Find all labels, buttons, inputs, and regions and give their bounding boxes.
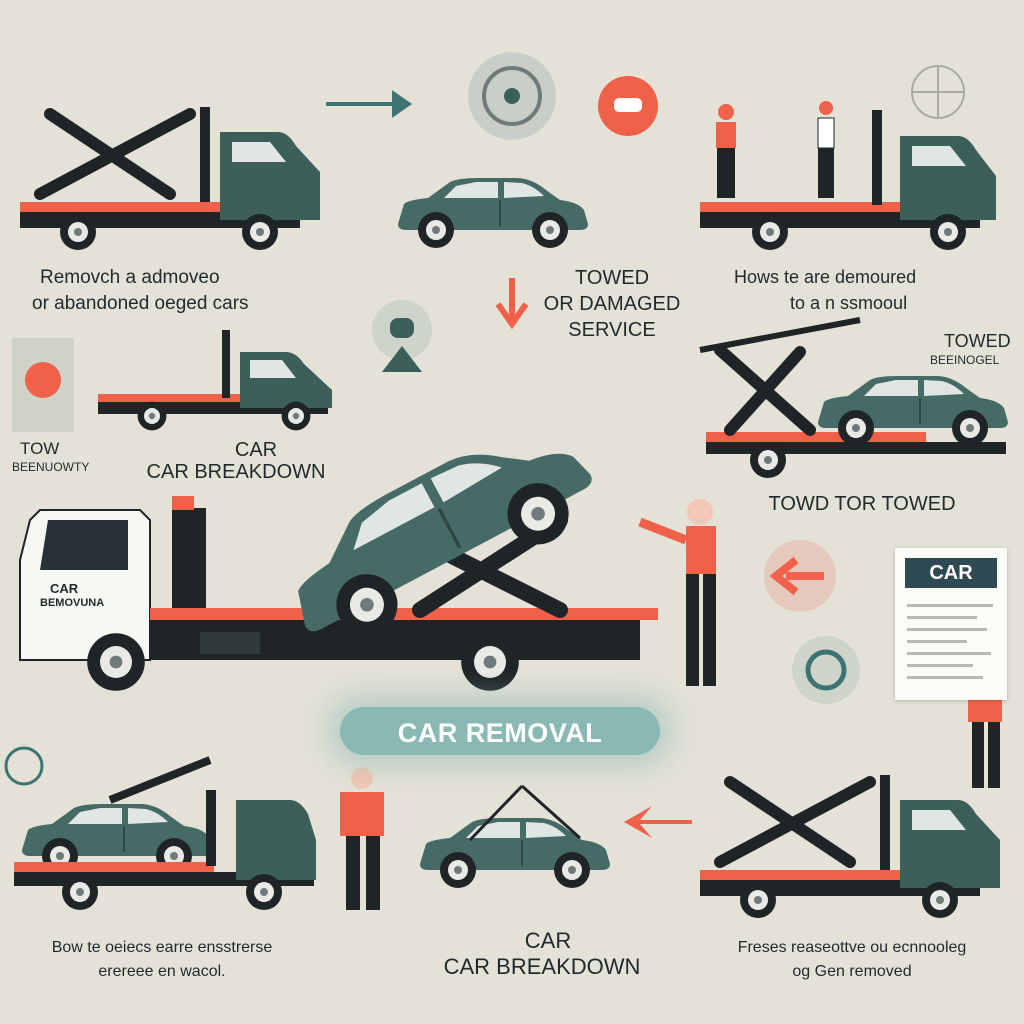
tow-label: TOW [20,439,60,458]
gear-dial-icon [468,52,556,140]
towed-sub-label: BEEINOGEL [930,353,1000,367]
arrow-left-bottom-icon [624,806,692,838]
document-line [907,604,993,607]
document-header: CAR [905,558,997,588]
car-removal-banner: CAR REMOVAL [340,707,660,755]
bottom-left-caption-line1: Bow te oeiecs earre ensstrerse [51,939,273,956]
bottom-left-caption-line2: erereee en wacol. [98,963,226,980]
top-left-caption-line1: Removch a admoveo [40,267,220,288]
top-center-caption-line2: OR DAMAGED [543,293,681,315]
phone-icon [4,746,44,786]
tow-truck-bottom-right [700,775,1000,918]
bottom-right-caption-line1: Freses reaseottve ou ecnnooleg [737,939,967,956]
arrow-right-icon [326,90,412,118]
towed-label: TOWED [944,331,1011,351]
sedan-top [398,178,588,248]
truck-door-text-2: BEMOVUNA [40,597,105,609]
main-tow-truck [19,405,716,691]
top-right-caption-line2: to a n ssmooul [790,293,908,313]
location-pin-icon [372,300,432,372]
banner-title: CAR REMOVAL [397,718,603,748]
tow-truck-bottom-left [14,756,316,910]
bottom-center-caption-line2: CAR BREAKDOWN [443,954,641,979]
car-breakdown-label: CAR BREAKDOWN [146,461,326,483]
bottom-right-caption-line2: og Gen removed [792,963,912,980]
flatbed-top-right [700,101,996,250]
sedan-bottom-middle [420,784,610,888]
recycle-icon [792,636,860,704]
tow-truck-top-left [20,107,320,250]
car-circle-icon [598,76,658,136]
car-label: CAR [234,439,278,461]
document-line [907,652,991,655]
top-center-caption-line1: TOWED [574,267,650,289]
compass-icon [911,65,965,119]
truck-door-text-1: CAR [50,581,79,596]
tow-sub-label: BEENUOWTY [12,460,90,474]
arrow-left-icon [764,540,836,612]
top-center-caption-line3: SERVICE [568,319,656,341]
document-line [907,640,967,643]
towd-tor-towed-label: TOWD TOR TOWED [768,493,956,515]
document-card: CAR [895,548,1007,700]
top-right-caption-line1: Hows te are demoured [734,267,917,287]
document-line [907,616,977,619]
document-line [907,664,973,667]
arrow-down-icon [495,278,529,330]
bottom-center-caption-line1: CAR [524,928,572,953]
document-line [907,628,987,631]
document-line [907,676,983,679]
flatbed-right [699,317,1008,478]
flatbed-left [12,330,332,432]
top-left-caption-line2: or abandoned oeged cars [32,293,249,314]
worker-bottom [340,767,384,910]
